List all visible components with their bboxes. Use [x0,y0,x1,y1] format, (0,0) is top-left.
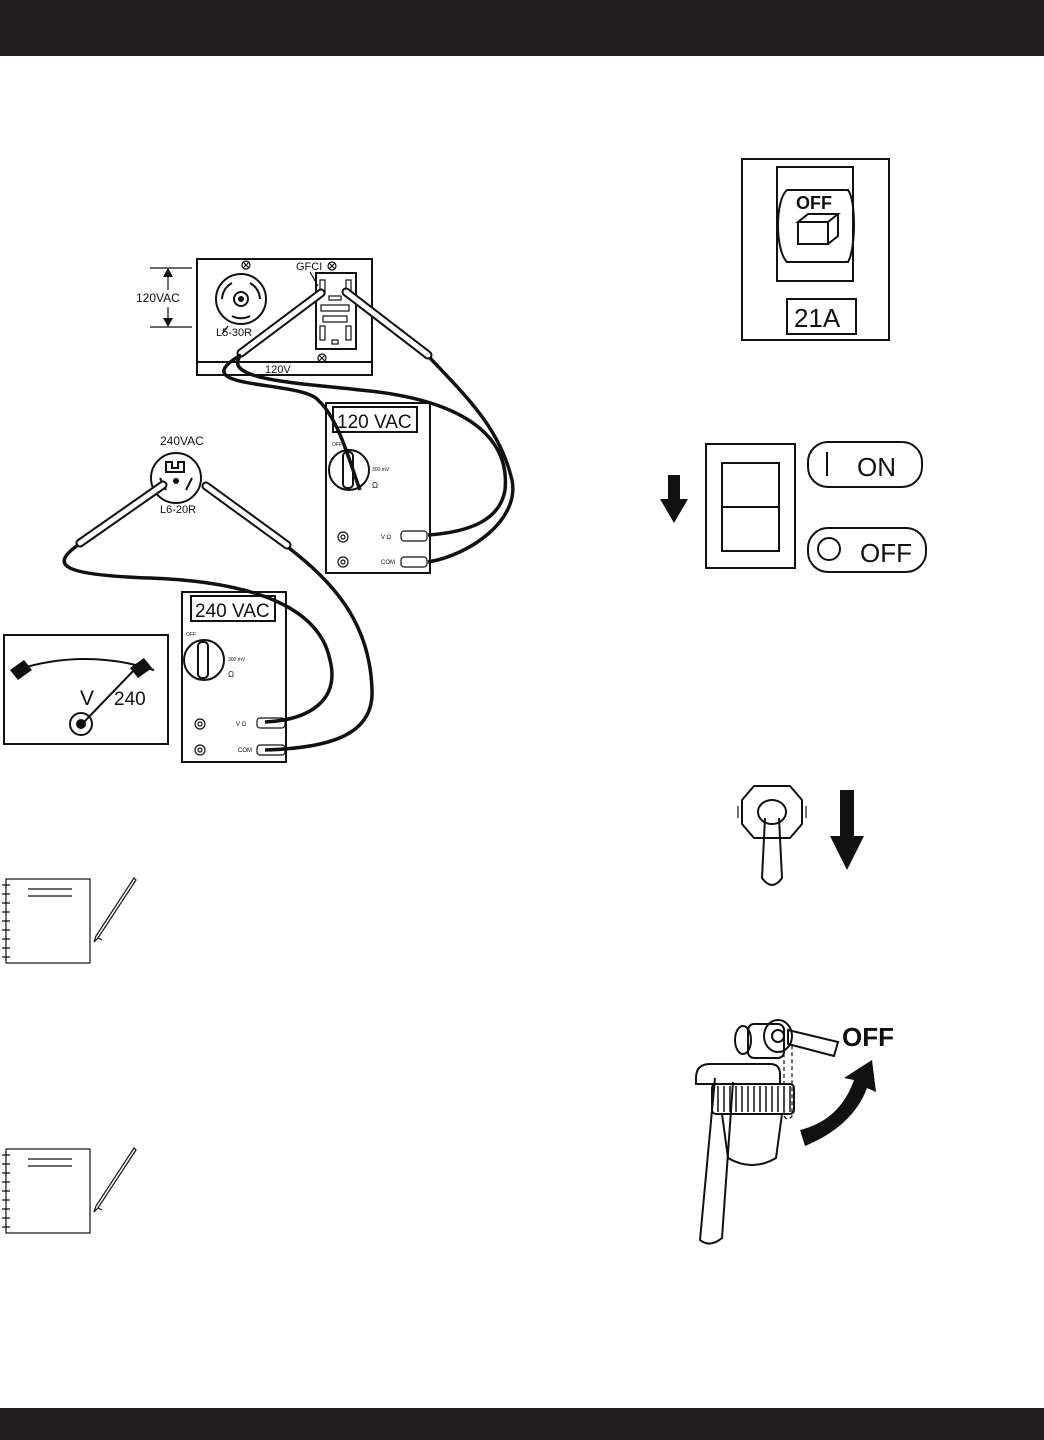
multimeter-120: 120 VAC OFF 300 mV Ω V Ω COM [325,402,431,574]
gfci-receptacle: GFCI [296,261,357,350]
header-band [0,0,1044,56]
dial-off-label: OFF [332,442,342,448]
probe-leads-120 [222,287,515,564]
analog-voltmeter: V 240 [3,634,169,745]
meter-120-display: 120 VAC [337,412,412,433]
voltage-label-120: 120VAC [136,291,180,305]
dial-range-label: 300 mV [228,657,246,663]
circuit-breaker-diagram: OFF 21A [741,158,890,341]
toggle-switch-diagram [737,785,864,886]
down-arrow-icon [660,475,688,523]
dial-range-label: 300 mV [372,467,390,473]
gfci-label: GFCI [296,261,322,273]
notepad-pencil-icon [2,877,137,964]
valve-off-label: OFF [842,1022,894,1052]
curved-arrow-icon [800,1060,876,1146]
port-v-label: V Ω [381,535,392,541]
multimeter-240: 240 VAC OFF 300 mV Ω V Ω COM [181,591,287,763]
meter-240-display: 240 VAC [195,601,270,622]
dial-ohm-label: Ω [228,670,234,679]
outlet-test-diagram: 120VAC 120V L5-30R GFCI [3,258,515,763]
l6-20r-label: L6-20R [160,504,196,516]
dimension-marker: 120VAC [136,267,192,328]
l5-30r-label: L5-30R [216,327,252,339]
notepad-pencil-icon [2,1147,137,1234]
footer-band [0,1408,1044,1440]
probe-leads-240 [62,480,374,752]
gauge-unit: V [80,687,94,710]
panel-voltage-label: 120V [265,364,291,376]
gauge-reading: 240 [114,689,146,710]
l5-30r-receptacle: L5-30R [215,273,267,339]
breaker-rating: 21A [794,303,841,333]
switch-on-label: ON [857,452,896,482]
port-v-label: V Ω [236,722,247,728]
port-com-label: COM [238,748,252,754]
switch-off-label: OFF [860,538,912,568]
port-com-label: COM [381,560,395,566]
voltage-label-240: 240VAC [160,434,204,448]
breaker-state-label: OFF [796,193,832,213]
l6-20r-receptacle: 240VAC L6-20R [150,434,204,516]
dial-off-label: OFF [186,632,196,638]
dial-ohm-label: Ω [372,481,378,490]
fuel-valve-diagram: OFF [695,1019,894,1245]
down-arrow-icon [830,790,864,870]
rocker-switch-diagram: ON OFF [660,441,927,573]
